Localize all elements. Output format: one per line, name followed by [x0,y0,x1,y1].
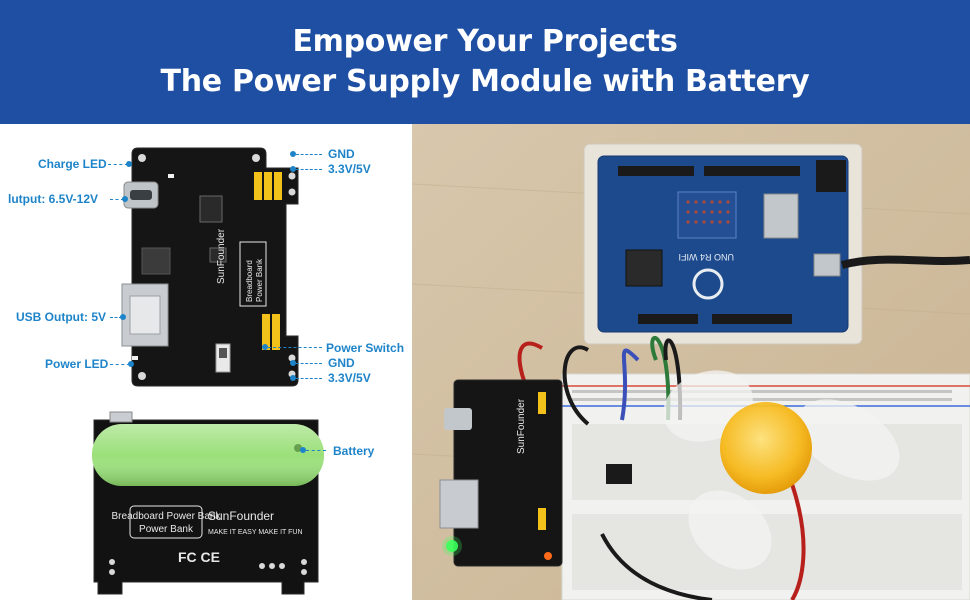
svg-text:Power Bank: Power Bank [255,258,264,302]
battery-board-tagline: MAKE IT EASY MAKE IT FUN [208,529,303,536]
v-top-label: 3.3V/5V [328,162,371,176]
battery-board-brand: SunFounder [208,509,274,523]
usb-output-label: USB Output: 5V [16,310,106,324]
arduino-board [597,155,849,333]
gnd-top-leader [296,154,322,155]
charge-led-leader [108,164,128,165]
power-led-marker [128,361,134,367]
battery-marker [300,447,306,453]
module-diagram-panel: SunFounder Breadboard Power Bank Charge … [0,124,412,600]
v-top-marker [290,166,296,172]
battery-board-product: Breadboard Power Bank [112,511,222,522]
title-banner: Empower Your Projects The Power Supply M… [0,0,970,124]
power-module-board: SunFounder Breadboard Power Bank [121,147,299,387]
cert-marks: FC CE [178,549,220,565]
gnd-top-label: GND [328,147,355,161]
svg-text:SunFounder: SunFounder [516,398,527,454]
v-top-leader [296,169,322,170]
battery-leader [306,450,326,451]
svg-text:Power Bank: Power Bank [139,524,194,535]
output-leader [110,199,124,200]
usb-output-leader [110,317,122,318]
project-photo: UNO R4 WIFI [412,124,970,600]
power-switch-marker [262,344,268,350]
power-led-label: Power LED [45,357,109,371]
fan [663,370,900,570]
battery-board: Breadboard Power Bank Power Bank SunFoun… [92,411,324,595]
gnd-top-marker [290,151,296,157]
power-switch-leader [268,347,322,348]
usb-output-marker [120,314,126,320]
v-bottom-label: 3.3V/5V [328,371,371,385]
power-switch-label: Power Switch [326,341,405,355]
charge-led-label: Charge LED [38,157,107,171]
v-bottom-leader [296,378,322,379]
board-brand-text: SunFounder [216,228,227,284]
power-module-in-use: SunFounder [439,379,563,567]
gnd-bottom-label: GND [328,356,355,370]
arduino-model-text: UNO R4 WIFI [679,252,735,262]
gnd-bottom-leader [296,363,322,364]
svg-text:Breadboard: Breadboard [245,260,254,302]
power-led-leader [110,364,130,365]
output-voltage-label: lutput: 6.5V-12V [8,192,99,206]
output-marker [122,196,128,202]
v-bottom-marker [290,375,296,381]
gnd-bottom-marker [290,360,296,366]
charge-led-marker [126,161,132,167]
banner-title-line2: The Power Supply Module with Battery [160,64,810,99]
banner-title-line1: Empower Your Projects [292,24,678,59]
battery-label: Battery [333,444,375,458]
project-scene: UNO R4 WIFI [412,124,970,600]
